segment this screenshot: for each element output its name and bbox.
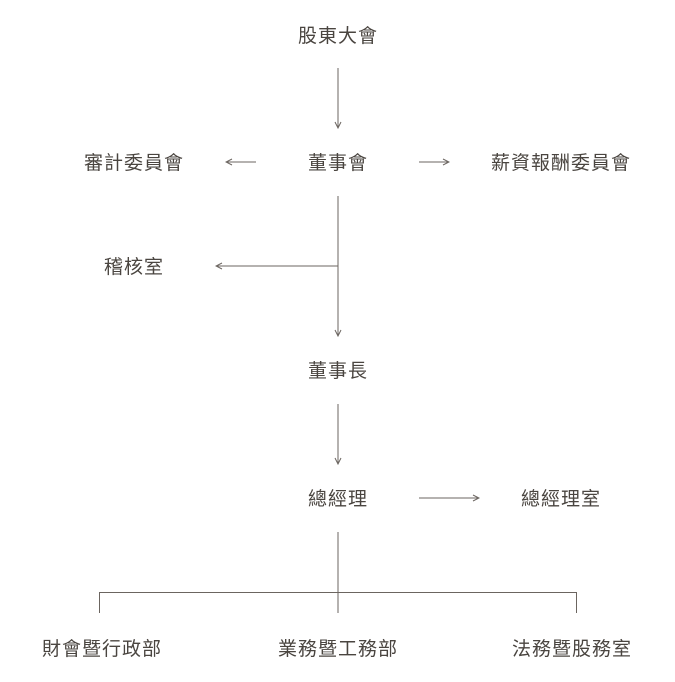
node-chairman: 董事長 [307, 360, 369, 382]
node-audit-committee: 審計委員會 [83, 152, 185, 174]
node-board-of-directors: 董事會 [307, 152, 369, 174]
node-shareholders-meeting: 股東大會 [297, 25, 379, 47]
node-remuneration-committee: 薪資報酬委員會 [490, 152, 632, 174]
node-audit-office: 稽核室 [103, 256, 165, 278]
node-general-manager-office: 總經理室 [520, 488, 602, 510]
node-legal-shareholder-affairs: 法務暨股務室 [511, 638, 633, 660]
node-finance-accounting-admin: 財會暨行政部 [41, 638, 163, 660]
node-general-manager: 總經理 [307, 488, 369, 510]
line-department-bar [99, 592, 577, 613]
node-business-engineering: 業務暨工務部 [277, 638, 399, 660]
